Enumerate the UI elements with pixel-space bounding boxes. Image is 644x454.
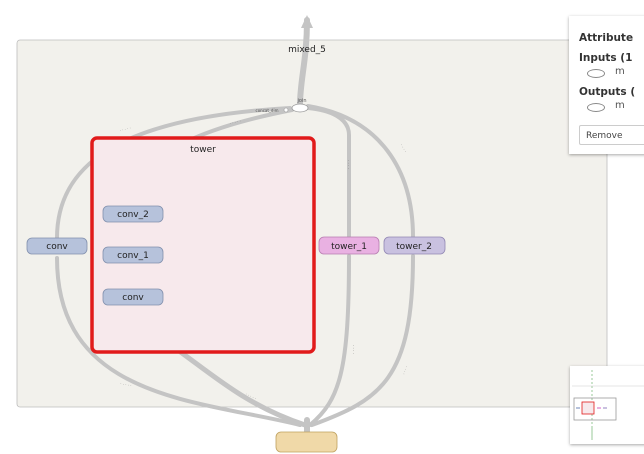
tower-group-label: tower: [190, 145, 216, 155]
node-conv-1-label: conv_1: [117, 251, 149, 261]
node-conv-outer[interactable]: conv: [26, 237, 88, 255]
arrow-output: [301, 15, 313, 28]
edge-join-to-output: [297, 17, 310, 108]
node-conv-2-label: conv_2: [117, 210, 149, 220]
input-node-icon: [587, 69, 605, 78]
minimap[interactable]: [570, 366, 644, 444]
node-info-panel: Attribute Inputs (1 m Outputs ( m Remove: [569, 16, 644, 154]
output-item[interactable]: m: [615, 100, 625, 111]
svg-text:· · · ·: · · · ·: [346, 160, 351, 169]
node-conv-outer-label: conv: [46, 242, 68, 252]
remove-button[interactable]: Remove: [579, 125, 644, 145]
svg-text:· · · · ·: · · · · ·: [120, 381, 132, 388]
output-node-label[interactable]: mixed_5: [288, 45, 326, 55]
input-item[interactable]: m: [615, 66, 625, 77]
node-conv-inner[interactable]: conv: [102, 288, 164, 306]
node-tower-1[interactable]: tower_1: [318, 236, 380, 255]
concat-label: concat_dim: [256, 108, 279, 113]
join-node-label: join: [296, 98, 306, 104]
edge-input-to-tower1: [308, 254, 351, 427]
node-tower-2[interactable]: tower_2: [383, 236, 446, 255]
concat-dim-node[interactable]: [283, 107, 289, 113]
svg-text:· · · · ·: · · · · ·: [229, 118, 241, 126]
outputs-header: Outputs (: [579, 86, 636, 98]
node-conv-2[interactable]: conv_2: [102, 205, 164, 223]
svg-text:· · · ·: · · · ·: [351, 345, 356, 354]
svg-text:· · · · ·: · · · · ·: [119, 125, 131, 133]
output-node-icon: [587, 103, 605, 112]
minimap-selected-group: [581, 401, 595, 415]
inputs-header: Inputs (1: [579, 52, 633, 64]
svg-text:· · · ·: · · · ·: [399, 143, 408, 153]
edge-input-to-conv: [55, 256, 302, 427]
attributes-header: Attribute: [579, 32, 634, 44]
input-node[interactable]: [275, 431, 338, 453]
join-node[interactable]: [291, 103, 309, 113]
edge-tower2-to-join: [306, 104, 415, 239]
node-tower-2-label: tower_2: [396, 242, 432, 252]
svg-text:· · · ·: · · · ·: [401, 365, 409, 375]
tower-group[interactable]: [90, 136, 316, 354]
node-tower-1-label: tower_1: [331, 242, 367, 252]
node-conv-1[interactable]: conv_1: [102, 246, 164, 264]
node-conv-inner-label: conv: [122, 293, 144, 303]
edge-input-to-tower2: [310, 254, 415, 427]
minimap-canvas: [570, 366, 644, 444]
minimap-viewport: [573, 397, 617, 421]
svg-text:· · · · ·: · · · · ·: [245, 391, 257, 400]
